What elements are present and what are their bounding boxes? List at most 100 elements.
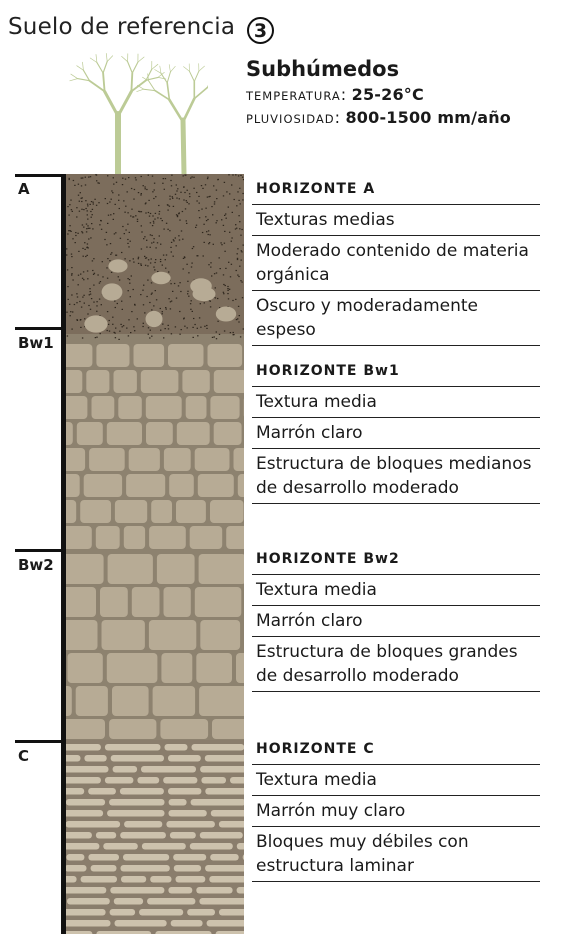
soil-speck bbox=[87, 227, 90, 229]
soil-lamina bbox=[66, 865, 87, 872]
soil-speck bbox=[144, 255, 146, 257]
soil-speck bbox=[133, 188, 136, 191]
soil-speck bbox=[207, 233, 209, 236]
soil-speck bbox=[137, 192, 140, 194]
soil-speck bbox=[89, 203, 91, 205]
soil-speck bbox=[202, 187, 204, 189]
tree-branch bbox=[168, 98, 185, 124]
soil-speck bbox=[217, 179, 219, 181]
soil-speck bbox=[153, 238, 155, 240]
tree-branch bbox=[160, 72, 168, 84]
tree-branch bbox=[148, 80, 156, 92]
soil-lamina bbox=[168, 788, 202, 795]
soil-speck bbox=[176, 190, 178, 192]
soil-lamina bbox=[114, 920, 167, 927]
soil-speck bbox=[68, 177, 70, 179]
soil-speck bbox=[228, 261, 230, 263]
soil-speck bbox=[162, 182, 164, 184]
soil-speck bbox=[136, 218, 139, 220]
soil-speck bbox=[224, 214, 226, 216]
horizon-bw1-title: HORIZONTE Bw1 bbox=[252, 358, 540, 387]
soil-speck bbox=[70, 199, 72, 201]
soil-speck bbox=[231, 184, 233, 186]
soil-speck bbox=[191, 262, 193, 264]
soil-lamina bbox=[66, 920, 111, 927]
soil-speck bbox=[100, 304, 102, 306]
soil-speck bbox=[152, 215, 154, 217]
soil-speck bbox=[211, 275, 213, 277]
soil-block bbox=[66, 448, 86, 471]
soil-speck bbox=[85, 223, 88, 225]
soil-block bbox=[80, 500, 111, 523]
soil-block bbox=[168, 344, 204, 367]
soil-speck bbox=[98, 298, 101, 300]
soil-speck bbox=[114, 332, 116, 334]
soil-speck bbox=[66, 311, 68, 313]
soil-speck bbox=[221, 244, 223, 246]
soil-speck bbox=[155, 196, 157, 198]
soil-block bbox=[176, 500, 206, 523]
soil-speck bbox=[129, 240, 131, 242]
soil-speck bbox=[87, 205, 89, 207]
soil-speck bbox=[130, 275, 132, 277]
soil-lamina bbox=[242, 854, 244, 860]
soil-speck bbox=[144, 257, 147, 259]
soil-speck bbox=[190, 266, 193, 268]
soil-lamina bbox=[168, 887, 193, 894]
horizon-c-title: HORIZONTE C bbox=[252, 736, 540, 765]
soil-speck bbox=[131, 311, 133, 313]
soil-speck bbox=[206, 324, 208, 327]
soil-speck bbox=[107, 214, 110, 216]
soil-speck bbox=[114, 203, 116, 205]
soil-speck bbox=[180, 290, 182, 293]
soil-speck bbox=[117, 276, 119, 278]
soil-speck bbox=[149, 329, 151, 331]
soil-speck bbox=[129, 296, 131, 298]
soil-block bbox=[91, 396, 115, 419]
soil-speck bbox=[235, 269, 237, 272]
soil-speck bbox=[233, 198, 235, 201]
tree-branch bbox=[95, 54, 98, 63]
soil-lamina bbox=[109, 909, 136, 916]
soil-lamina bbox=[139, 909, 184, 916]
soil-speck bbox=[77, 274, 80, 276]
tree-branch bbox=[166, 71, 171, 84]
soil-speck bbox=[180, 329, 182, 331]
soil-speck bbox=[183, 199, 185, 201]
soil-speck bbox=[121, 300, 123, 302]
soil-speck bbox=[196, 255, 198, 257]
soil-speck bbox=[193, 187, 195, 189]
horizon-bw1-line-1: Textura media bbox=[252, 390, 540, 418]
soil-speck bbox=[80, 177, 82, 179]
soil-speck bbox=[107, 258, 109, 260]
soil-speck bbox=[144, 264, 147, 266]
soil-speck bbox=[85, 255, 87, 258]
tree-branch bbox=[69, 78, 78, 82]
soil-block bbox=[66, 500, 77, 523]
soil-speck bbox=[231, 211, 233, 213]
soil-speck bbox=[213, 201, 216, 203]
soil-speck bbox=[93, 301, 95, 303]
soil-speck bbox=[192, 326, 194, 328]
soil-speck bbox=[90, 237, 92, 239]
soil-lamina bbox=[123, 854, 170, 861]
soil-speck bbox=[140, 194, 142, 196]
horizon-a-layer bbox=[66, 174, 244, 334]
soil-speck bbox=[182, 257, 185, 259]
soil-speck bbox=[223, 181, 226, 183]
soil-speck bbox=[209, 300, 211, 302]
soil-speck bbox=[231, 237, 233, 239]
trees-icon bbox=[69, 53, 208, 174]
soil-speck bbox=[216, 198, 218, 200]
soil-speck bbox=[145, 202, 147, 204]
soil-speck bbox=[142, 304, 145, 306]
soil-speck bbox=[128, 319, 130, 321]
soil-speck bbox=[174, 237, 176, 239]
soil-speck bbox=[80, 197, 82, 199]
soil-speck bbox=[154, 218, 156, 220]
soil-speck bbox=[85, 231, 88, 233]
soil-speck bbox=[168, 271, 170, 273]
soil-speck bbox=[95, 174, 98, 176]
soil-speck bbox=[151, 225, 154, 227]
soil-lamina bbox=[173, 865, 202, 872]
